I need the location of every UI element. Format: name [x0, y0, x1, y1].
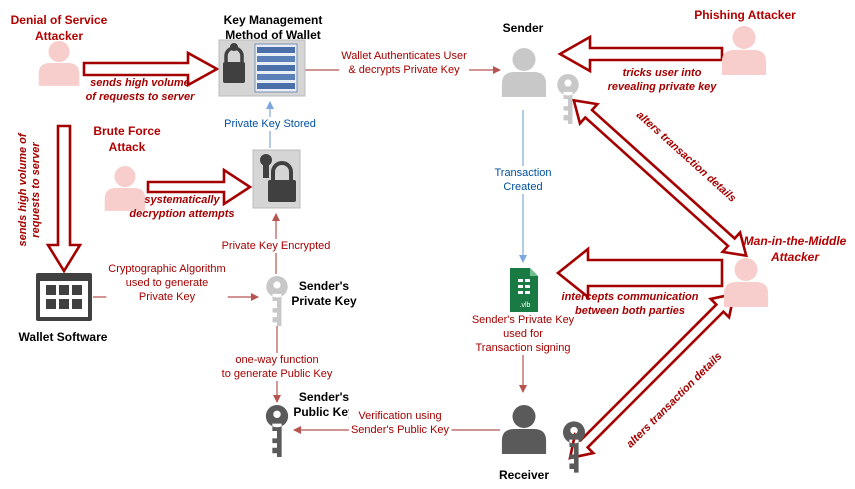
edge-encrypted-label: Private Key Encrypted [222, 240, 331, 252]
sender-key-icon [557, 74, 579, 124]
mitm-attacker-icon [723, 258, 769, 307]
phishing-attacker-title: Phishing Attacker [694, 8, 796, 22]
server-rack-icon [254, 43, 298, 93]
attack-arrow-intercept [555, 246, 724, 300]
dos-vertical-label: sends high volume ofrequests to server [17, 132, 42, 246]
attack-arrow-phishing [557, 34, 724, 74]
attack-arrow-mitm-top [572, 98, 748, 258]
attack-arrow-dos-horizontal [82, 50, 220, 88]
brute-force-attacker-icon [104, 166, 146, 211]
attack-arrows-diagonal [568, 98, 748, 460]
transaction-document-icon: .vlb [510, 268, 538, 312]
sender-title: Sender [503, 21, 544, 35]
edge-stored-label: Private Key Stored [224, 118, 316, 130]
encrypted-key-icon [252, 149, 301, 209]
edge-auth-label: Wallet Authenticates User& decrypts Priv… [341, 50, 467, 76]
receiver-title: Receiver [499, 468, 549, 482]
doc-ext-label: .vlb [520, 302, 531, 309]
kmm-icon [218, 39, 306, 97]
mitm-alter-top-label: alters transaction details [634, 109, 738, 205]
attack-arrows [45, 34, 724, 300]
attack-arrow-brute [146, 167, 253, 207]
kmm-lock-icon [223, 43, 245, 83]
wallet-software-icon [36, 273, 92, 321]
sender-person-icon [501, 48, 547, 97]
dos-attacker-icon [38, 41, 80, 86]
wallet-software-title: Wallet Software [19, 330, 108, 344]
receiver-person-icon [501, 405, 547, 454]
attack-arrow-mitm-bottom [568, 292, 736, 460]
mitm-alter-bottom-label: alters transaction details [624, 350, 724, 450]
public-key-icon [265, 405, 289, 457]
private-key-icon [266, 276, 288, 326]
phishing-attacker-icon [721, 26, 767, 75]
attack-arrow-dos-vertical [45, 124, 83, 274]
